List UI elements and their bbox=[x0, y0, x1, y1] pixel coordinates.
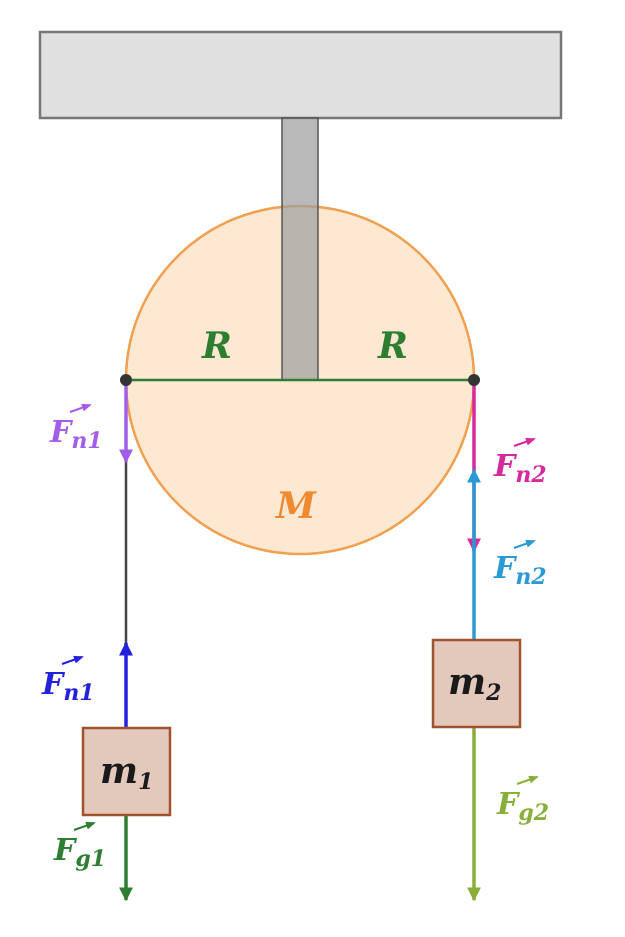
svg-text:Fn1: Fn1 bbox=[41, 667, 95, 706]
force-fn2-bottom-label: Fn2 bbox=[493, 539, 547, 590]
pulley-mass-label: M bbox=[274, 485, 317, 527]
attachment-point-right bbox=[468, 374, 480, 386]
svg-text:Fg2: Fg2 bbox=[496, 787, 549, 826]
attachment-point-left bbox=[120, 374, 132, 386]
support-rod bbox=[281, 117, 319, 381]
mass-block-1 bbox=[81, 726, 172, 817]
ceiling bbox=[38, 30, 563, 120]
svg-text:Fn1: Fn1 bbox=[49, 415, 103, 454]
radius-label-left: R bbox=[201, 325, 232, 367]
svg-text:Fg1: Fg1 bbox=[53, 833, 106, 872]
force-fg1-label: Fg1 bbox=[53, 821, 106, 872]
mass-2-label: m2 bbox=[448, 661, 501, 706]
mass-1-label: m1 bbox=[100, 750, 153, 795]
mass-block-2 bbox=[431, 638, 522, 729]
radius-label-right: R bbox=[377, 325, 408, 367]
svg-text:Fn2: Fn2 bbox=[493, 449, 547, 488]
force-fn1-top-label: Fn1 bbox=[49, 403, 103, 454]
svg-text:Fn2: Fn2 bbox=[493, 551, 547, 590]
force-fn2-top-label: Fn2 bbox=[493, 437, 547, 488]
force-fg2-label: Fg2 bbox=[496, 775, 549, 826]
force-fn1-bottom-label: Fn1 bbox=[41, 655, 95, 706]
